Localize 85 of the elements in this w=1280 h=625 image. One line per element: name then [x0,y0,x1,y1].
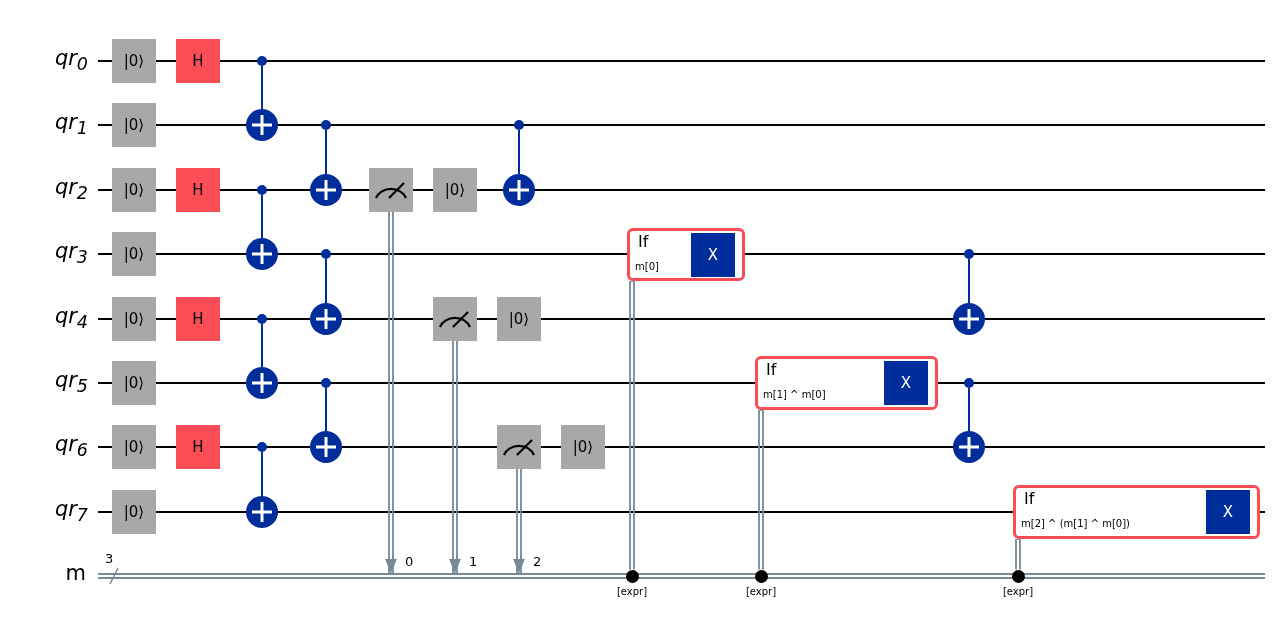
if-block [627,228,745,281]
target-symbol [953,431,985,463]
reset-gate: |0⟩ [112,490,156,534]
condition-label: m[1] ^ m[0] [763,389,826,400]
register-size-label: 3 [105,552,114,566]
reset-gate: |0⟩ [497,297,541,341]
x-gate: X [691,232,735,277]
classical-condition-line [1015,538,1021,571]
control-dot [321,378,331,388]
if-block [755,356,938,410]
expression-label: [expr] [744,585,778,597]
condition-label: m[2] ^ (m[1] ^ m[0]) [1021,518,1130,529]
reset-gate: |0⟩ [433,168,477,212]
target-symbol [503,174,535,206]
control-dot [964,378,974,388]
target-symbol [953,303,985,335]
target-symbol [246,238,278,270]
classical-condition-line [629,280,635,571]
control-dot [514,120,524,130]
control-line [261,65,263,110]
hadamard-gate: H [176,39,220,83]
qubit-label: qr$_{2}$ [54,177,88,204]
qubit-label: qr$_{5}$ [54,370,88,397]
if-label: If [638,232,649,251]
measure-gate [497,425,541,469]
reset-gate: |0⟩ [112,297,156,341]
condition-label: m[0] [635,261,659,272]
target-symbol [246,109,278,141]
control-dot [257,442,267,452]
control-dot [257,185,267,195]
x-gate: X [1206,490,1250,534]
bit-index-label: 0 [405,554,414,569]
qubit-label: qr$_{4}$ [54,306,88,333]
reset-gate: |0⟩ [112,103,156,147]
condition-dot [625,569,639,583]
control-dot [321,249,331,259]
register-label: m [65,563,86,585]
if-block [1013,485,1260,539]
hadamard-gate: H [176,425,220,469]
control-line [261,194,263,239]
control-line [261,451,263,497]
reset-gate: |0⟩ [112,361,156,405]
condition-dot [754,569,768,583]
control-line [968,387,970,432]
classical-condition-line [758,409,764,571]
target-symbol [310,174,342,206]
hadamard-gate: H [176,168,220,212]
if-label: If [766,360,777,379]
qubit-label: qr$_{6}$ [54,434,88,461]
bit-index-label: 1 [469,554,478,569]
control-dot [964,249,974,259]
target-symbol [246,367,278,399]
measurement-arrow [449,340,461,574]
hadamard-gate: H [176,297,220,341]
condition-dot [1011,569,1025,583]
target-symbol [246,496,278,528]
control-dot [257,314,267,324]
reset-gate: |0⟩ [561,425,605,469]
target-symbol [310,431,342,463]
qubit-label: qr$_{1}$ [54,112,88,139]
qubit-label: qr$_{7}$ [54,499,88,526]
expression-label: [expr] [615,585,649,597]
measurement-arrow [513,468,525,574]
control-dot [257,56,267,66]
control-line [261,323,263,368]
qubit-label: qr$_{3}$ [54,241,88,268]
control-line [325,387,327,432]
x-gate: X [884,361,928,405]
measurement-arrow [385,211,397,574]
measure-gate [369,168,413,212]
qubit-label: qr$_{0}$ [54,48,88,75]
control-line [518,129,520,175]
control-line [325,258,327,304]
reset-gate: |0⟩ [112,425,156,469]
reset-gate: |0⟩ [112,39,156,83]
control-line [968,258,970,304]
control-line [325,129,327,175]
reset-gate: |0⟩ [112,232,156,276]
control-dot [321,120,331,130]
measure-gate [433,297,477,341]
bit-index-label: 2 [533,554,542,569]
if-label: If [1024,489,1035,508]
target-symbol [310,303,342,335]
reset-gate: |0⟩ [112,168,156,212]
expression-label: [expr] [1001,585,1035,597]
